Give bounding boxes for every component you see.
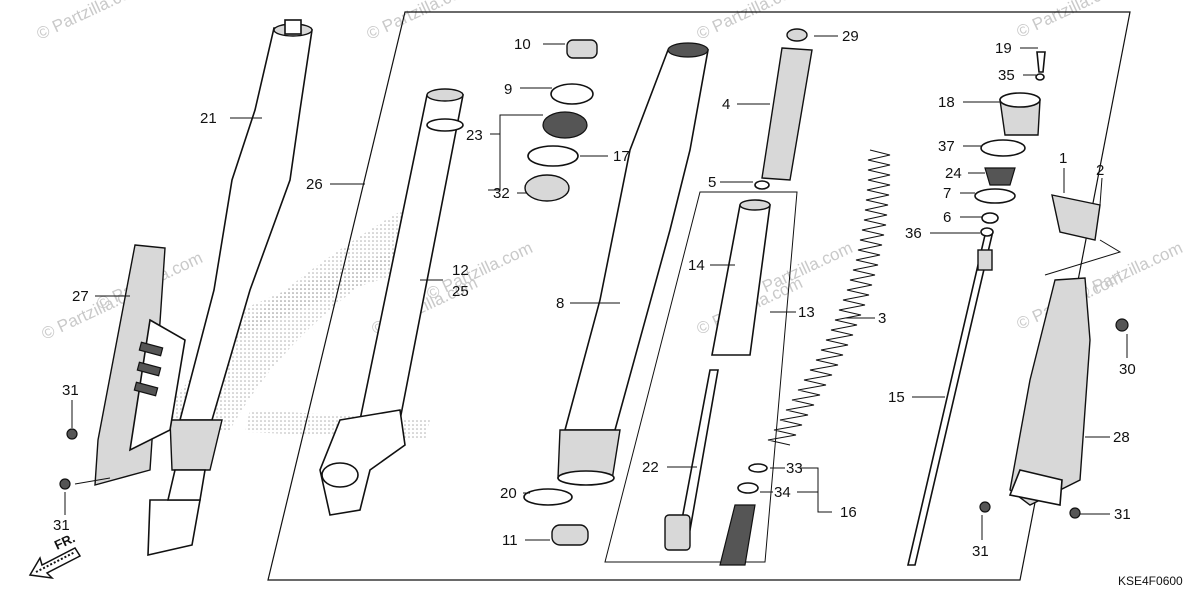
callout-12: 12 xyxy=(452,262,469,279)
callout-33: 33 xyxy=(786,460,803,477)
callout-5: 5 xyxy=(708,174,716,191)
callout-21: 21 xyxy=(200,110,217,127)
part-31-bolt xyxy=(59,478,71,490)
callout-31: 31 xyxy=(62,382,79,399)
part-5-ring xyxy=(754,180,770,190)
callout-22: 22 xyxy=(642,459,659,476)
callout-32: 32 xyxy=(493,185,510,202)
watermark: © Partzilla.com xyxy=(1074,238,1186,304)
callout-9: 9 xyxy=(504,81,512,98)
callout-31: 31 xyxy=(1114,506,1131,523)
small-parts-column xyxy=(523,28,808,546)
part-31-bolt xyxy=(1069,507,1081,519)
assembly-frame xyxy=(267,11,1131,581)
callout-25: 25 xyxy=(452,283,469,300)
part-29-nut xyxy=(786,28,808,42)
part-20-ring xyxy=(523,488,573,506)
bracket-leader xyxy=(1044,239,1122,276)
callout-8: 8 xyxy=(556,295,564,312)
part-30-bolt xyxy=(1115,318,1129,332)
callout-34: 34 xyxy=(774,484,791,501)
part-outer-tube-center xyxy=(557,42,709,486)
callout-3: 3 xyxy=(878,310,886,327)
diagram-code: KSE4F0600 xyxy=(1118,574,1183,588)
part-outer-tube-left xyxy=(147,19,313,557)
front-direction-arrow: FR. xyxy=(28,530,82,580)
callout-35: 35 xyxy=(998,67,1015,84)
part-23-seal xyxy=(542,111,588,139)
part-33-ring xyxy=(748,463,768,473)
callout-16: 16 xyxy=(840,504,857,521)
part-31-bolt xyxy=(979,501,991,513)
callout-15: 15 xyxy=(888,389,905,406)
part-32-seal xyxy=(524,174,570,202)
part-11-bushing xyxy=(551,524,589,546)
callout-18: 18 xyxy=(938,94,955,111)
part-28-fork-guard-right xyxy=(1008,277,1091,506)
callout-37: 37 xyxy=(938,138,955,155)
part-protector xyxy=(761,47,813,181)
callout-10: 10 xyxy=(514,36,531,53)
right-small-parts xyxy=(974,51,1046,237)
part-1-2-bracket xyxy=(1051,194,1101,241)
callout-6: 6 xyxy=(943,209,951,226)
watermark: © Partzilla.com xyxy=(1014,0,1126,42)
part-24-nut xyxy=(984,167,1016,186)
part-inner-tube xyxy=(319,88,464,516)
part-37-oring xyxy=(980,139,1026,157)
callout-28: 28 xyxy=(1113,429,1130,446)
part-31-bolt xyxy=(66,428,78,440)
callout-23: 23 xyxy=(466,127,483,144)
part-3-spring xyxy=(767,149,891,446)
part-7-washer xyxy=(974,188,1016,204)
part-9-washer xyxy=(550,83,594,105)
callout-2: 2 xyxy=(1096,162,1104,179)
callout-36: 36 xyxy=(905,225,922,242)
part-34-ring xyxy=(737,482,759,494)
callout-30: 30 xyxy=(1119,361,1136,378)
part-17-clip xyxy=(527,145,579,167)
callout-7: 7 xyxy=(943,185,951,202)
callout-31: 31 xyxy=(53,517,70,534)
callout-24: 24 xyxy=(945,165,962,182)
fastener-bolts xyxy=(59,318,1129,519)
part-19-bolt xyxy=(1036,51,1046,73)
part-22-rod xyxy=(679,369,719,531)
damper-subassembly-frame xyxy=(604,191,798,563)
callout-13: 13 xyxy=(798,304,815,321)
callout-labels: 21 26 27 12 25 10 9 23 32 17 29 4 5 14 8… xyxy=(53,28,1136,560)
part-36-ring xyxy=(980,227,994,237)
part-35-oring xyxy=(1035,73,1045,81)
callout-14: 14 xyxy=(688,257,705,274)
callout-11: 11 xyxy=(502,532,518,549)
part-16-valve xyxy=(719,504,756,566)
part-6-ring xyxy=(981,212,999,224)
callout-27: 27 xyxy=(72,288,89,305)
part-10-bushing xyxy=(566,39,598,59)
callout-19: 19 xyxy=(995,40,1012,57)
part-fork-guard-left xyxy=(94,244,186,486)
callout-1: 1 xyxy=(1059,150,1067,167)
watermark: © Partzilla.com xyxy=(34,0,146,44)
part-15-damper-rod xyxy=(906,234,994,566)
leader-lines xyxy=(64,35,1128,541)
callout-4: 4 xyxy=(722,96,730,113)
callout-17: 17 xyxy=(613,148,630,165)
watermark: © Partzilla.com xyxy=(364,0,476,44)
callout-26: 26 xyxy=(306,176,323,193)
callout-20: 20 xyxy=(500,485,517,502)
watermark: © Partzilla.com xyxy=(424,238,536,304)
callout-31: 31 xyxy=(972,543,989,560)
callout-29: 29 xyxy=(842,28,859,45)
